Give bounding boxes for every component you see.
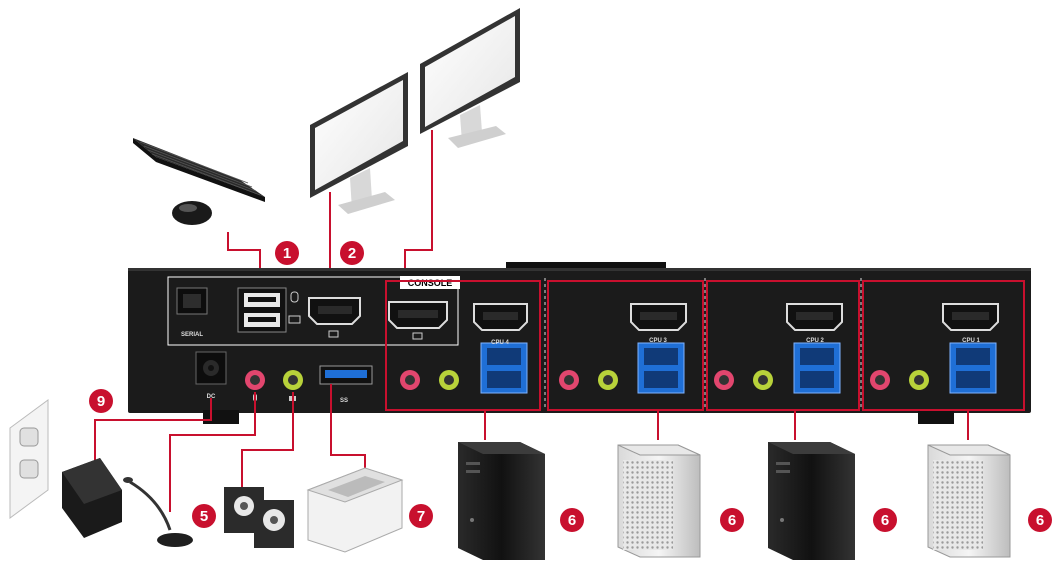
keyboard-symbol-icon <box>288 315 301 324</box>
callout-9: 9 <box>89 389 113 413</box>
cpu4-outline <box>385 280 541 411</box>
cpu2-ports <box>714 303 843 394</box>
keyboard-icon <box>133 138 265 202</box>
speakers-icon <box>224 487 294 548</box>
monitor-icon-2 <box>420 8 520 148</box>
cpu1-label: CPU 1 <box>962 338 980 344</box>
cpu2-label: CPU 2 <box>806 338 824 344</box>
microphone-icon <box>123 477 193 547</box>
cables-bottom <box>94 384 969 512</box>
svg-text:DC: DC <box>207 394 216 400</box>
callout-1: 1 <box>275 241 299 265</box>
cpu4-ports <box>400 303 528 394</box>
console-label: CONSOLE <box>408 278 453 288</box>
tower-computer-icon-1 <box>458 442 545 560</box>
tower-computer-icon-2 <box>768 442 855 560</box>
console-usb-ports <box>237 287 287 333</box>
console-speaker-jack <box>283 370 303 390</box>
callout-6-b-text: 6 <box>728 512 736 529</box>
wall-outlet-icon <box>9 399 49 519</box>
callout-9-text: 9 <box>97 393 105 410</box>
kvm-switch-rear-panel <box>128 262 1031 424</box>
monitor-symbol-icon-2 <box>412 332 423 340</box>
power-adapter-icon <box>62 458 122 538</box>
cpu1-ports <box>870 303 999 394</box>
callout-6-d: 6 <box>1028 508 1052 532</box>
mac-pro-computer-icon-1 <box>617 444 701 558</box>
console-video-port-2 <box>388 301 448 329</box>
console-group-outline <box>167 276 459 346</box>
mac-pro-computer-icon-2 <box>927 444 1011 558</box>
callout-7-text: 7 <box>417 508 425 525</box>
callout-6-c-text: 6 <box>881 512 889 529</box>
cpu4-label: CPU 4 <box>491 340 509 346</box>
console-label-bg <box>400 276 460 289</box>
power-jack: DC <box>195 351 227 400</box>
monitor-symbol-icon-1 <box>328 330 339 338</box>
callout-7: 7 <box>409 504 433 528</box>
cpu3-label: CPU 3 <box>649 338 667 344</box>
monitor-icon-1 <box>310 72 408 214</box>
callout-5-text: 5 <box>200 508 208 525</box>
cpu-port-groups <box>385 278 1025 411</box>
console-usb3-label: SS <box>340 398 348 404</box>
mouse-icon <box>172 201 212 225</box>
mouse-symbol-icon <box>290 291 299 303</box>
serial-port <box>176 287 208 315</box>
callout-2: 2 <box>340 241 364 265</box>
printer-icon <box>306 467 404 553</box>
cpu2-outline <box>706 280 860 411</box>
callout-2-text: 2 <box>348 245 356 262</box>
serial-label: SERIAL <box>181 332 203 338</box>
callout-6-b: 6 <box>720 508 744 532</box>
cpu3-outline <box>547 280 704 411</box>
callout-5: 5 <box>192 504 216 528</box>
console-video-port-1 <box>308 297 361 325</box>
callout-1-text: 1 <box>283 245 291 262</box>
callout-6-a-text: 6 <box>568 512 576 529</box>
callout-6-d-text: 6 <box>1036 512 1044 529</box>
console-usb3-port <box>319 365 373 385</box>
cpu1-outline <box>862 280 1025 411</box>
cpu3-ports <box>559 303 687 394</box>
callout-6-a: 6 <box>560 508 584 532</box>
callout-6-c: 6 <box>873 508 897 532</box>
console-mic-jack <box>245 370 265 390</box>
